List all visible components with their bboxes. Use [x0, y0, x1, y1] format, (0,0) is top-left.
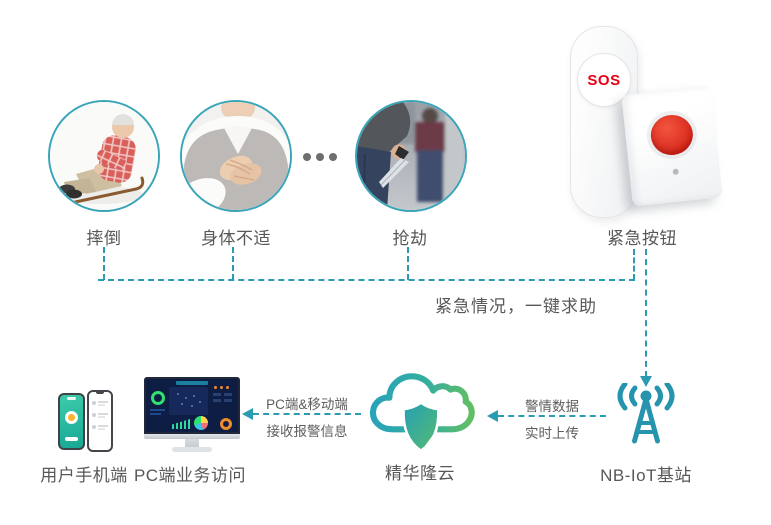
phone-app-dot	[68, 414, 75, 421]
dashboard-map	[169, 387, 208, 415]
station-label: NB-IoT基站	[600, 466, 692, 485]
cloud-to-client-line1: PC端&移动端	[266, 397, 348, 412]
mobile-label: 用户手机端	[40, 466, 128, 485]
monitor-icon	[144, 377, 240, 455]
ellipsis-icon	[329, 153, 337, 161]
sos-remote-icon: SOS	[570, 26, 638, 218]
phone-notch	[96, 392, 104, 394]
dashed-stub-button	[633, 249, 635, 280]
discomfort-illustration	[182, 102, 290, 210]
caption: 紧急情况，一键求助	[435, 297, 597, 316]
down-arrow-line	[645, 249, 647, 377]
down-arrowhead-icon	[640, 376, 652, 387]
discomfort-photo	[180, 100, 292, 212]
dashboard-bar-chart	[172, 419, 190, 429]
dashboard-screen	[144, 377, 240, 434]
sos-panel-red-button	[648, 112, 695, 158]
fall-photo	[48, 100, 160, 212]
robbery-photo	[355, 100, 467, 212]
phone-pill	[67, 397, 76, 400]
robbery-label: 抢劫	[392, 229, 428, 248]
dashboard-pie-chart	[194, 416, 208, 430]
pc-label: PC端业务访问	[133, 466, 247, 485]
station-to-cloud-line2: 实时上传	[525, 426, 579, 441]
arrow-station-to-cloud-line	[498, 415, 606, 417]
sos-button-label: SOS	[587, 71, 621, 89]
sos-panel-keyhole	[672, 168, 680, 176]
fall-label: 摔倒	[86, 229, 122, 248]
sos-panel-icon	[621, 85, 723, 207]
phone-bottom-bar	[65, 437, 78, 441]
phone-app-circle	[65, 411, 78, 424]
arrow-cloud-to-client-head-icon	[242, 408, 253, 420]
dashboard-orange-donut	[220, 418, 232, 430]
smartphone-app-icon	[58, 393, 85, 450]
cloud-label: 精华隆云	[385, 464, 455, 483]
dashed-stub-discomfort	[232, 247, 234, 280]
arrow-cloud-to-client-line	[253, 413, 361, 415]
cloud-shield-icon	[370, 373, 475, 453]
ellipsis-icon	[316, 153, 324, 161]
station-to-cloud-line1: 警情数据	[525, 399, 579, 414]
emergency-button-label: 紧急按钮	[607, 229, 677, 248]
fall-illustration	[50, 102, 158, 210]
dashed-stub-robbery	[407, 247, 409, 280]
robbery-illustration	[357, 102, 465, 210]
cloud-to-client-line2: 接收报警信息	[266, 424, 348, 439]
nbiot-antenna-icon	[617, 383, 675, 444]
ellipsis-icon	[303, 153, 311, 161]
arrow-station-to-cloud-head-icon	[487, 410, 498, 422]
dashed-stub-fall	[103, 247, 105, 280]
dashed-connector-horizontal	[98, 279, 635, 281]
discomfort-label: 身体不适	[201, 229, 271, 248]
sos-button: SOS	[577, 53, 631, 107]
dashboard-green-donut	[151, 391, 165, 405]
smartphone-list-icon	[87, 390, 113, 452]
